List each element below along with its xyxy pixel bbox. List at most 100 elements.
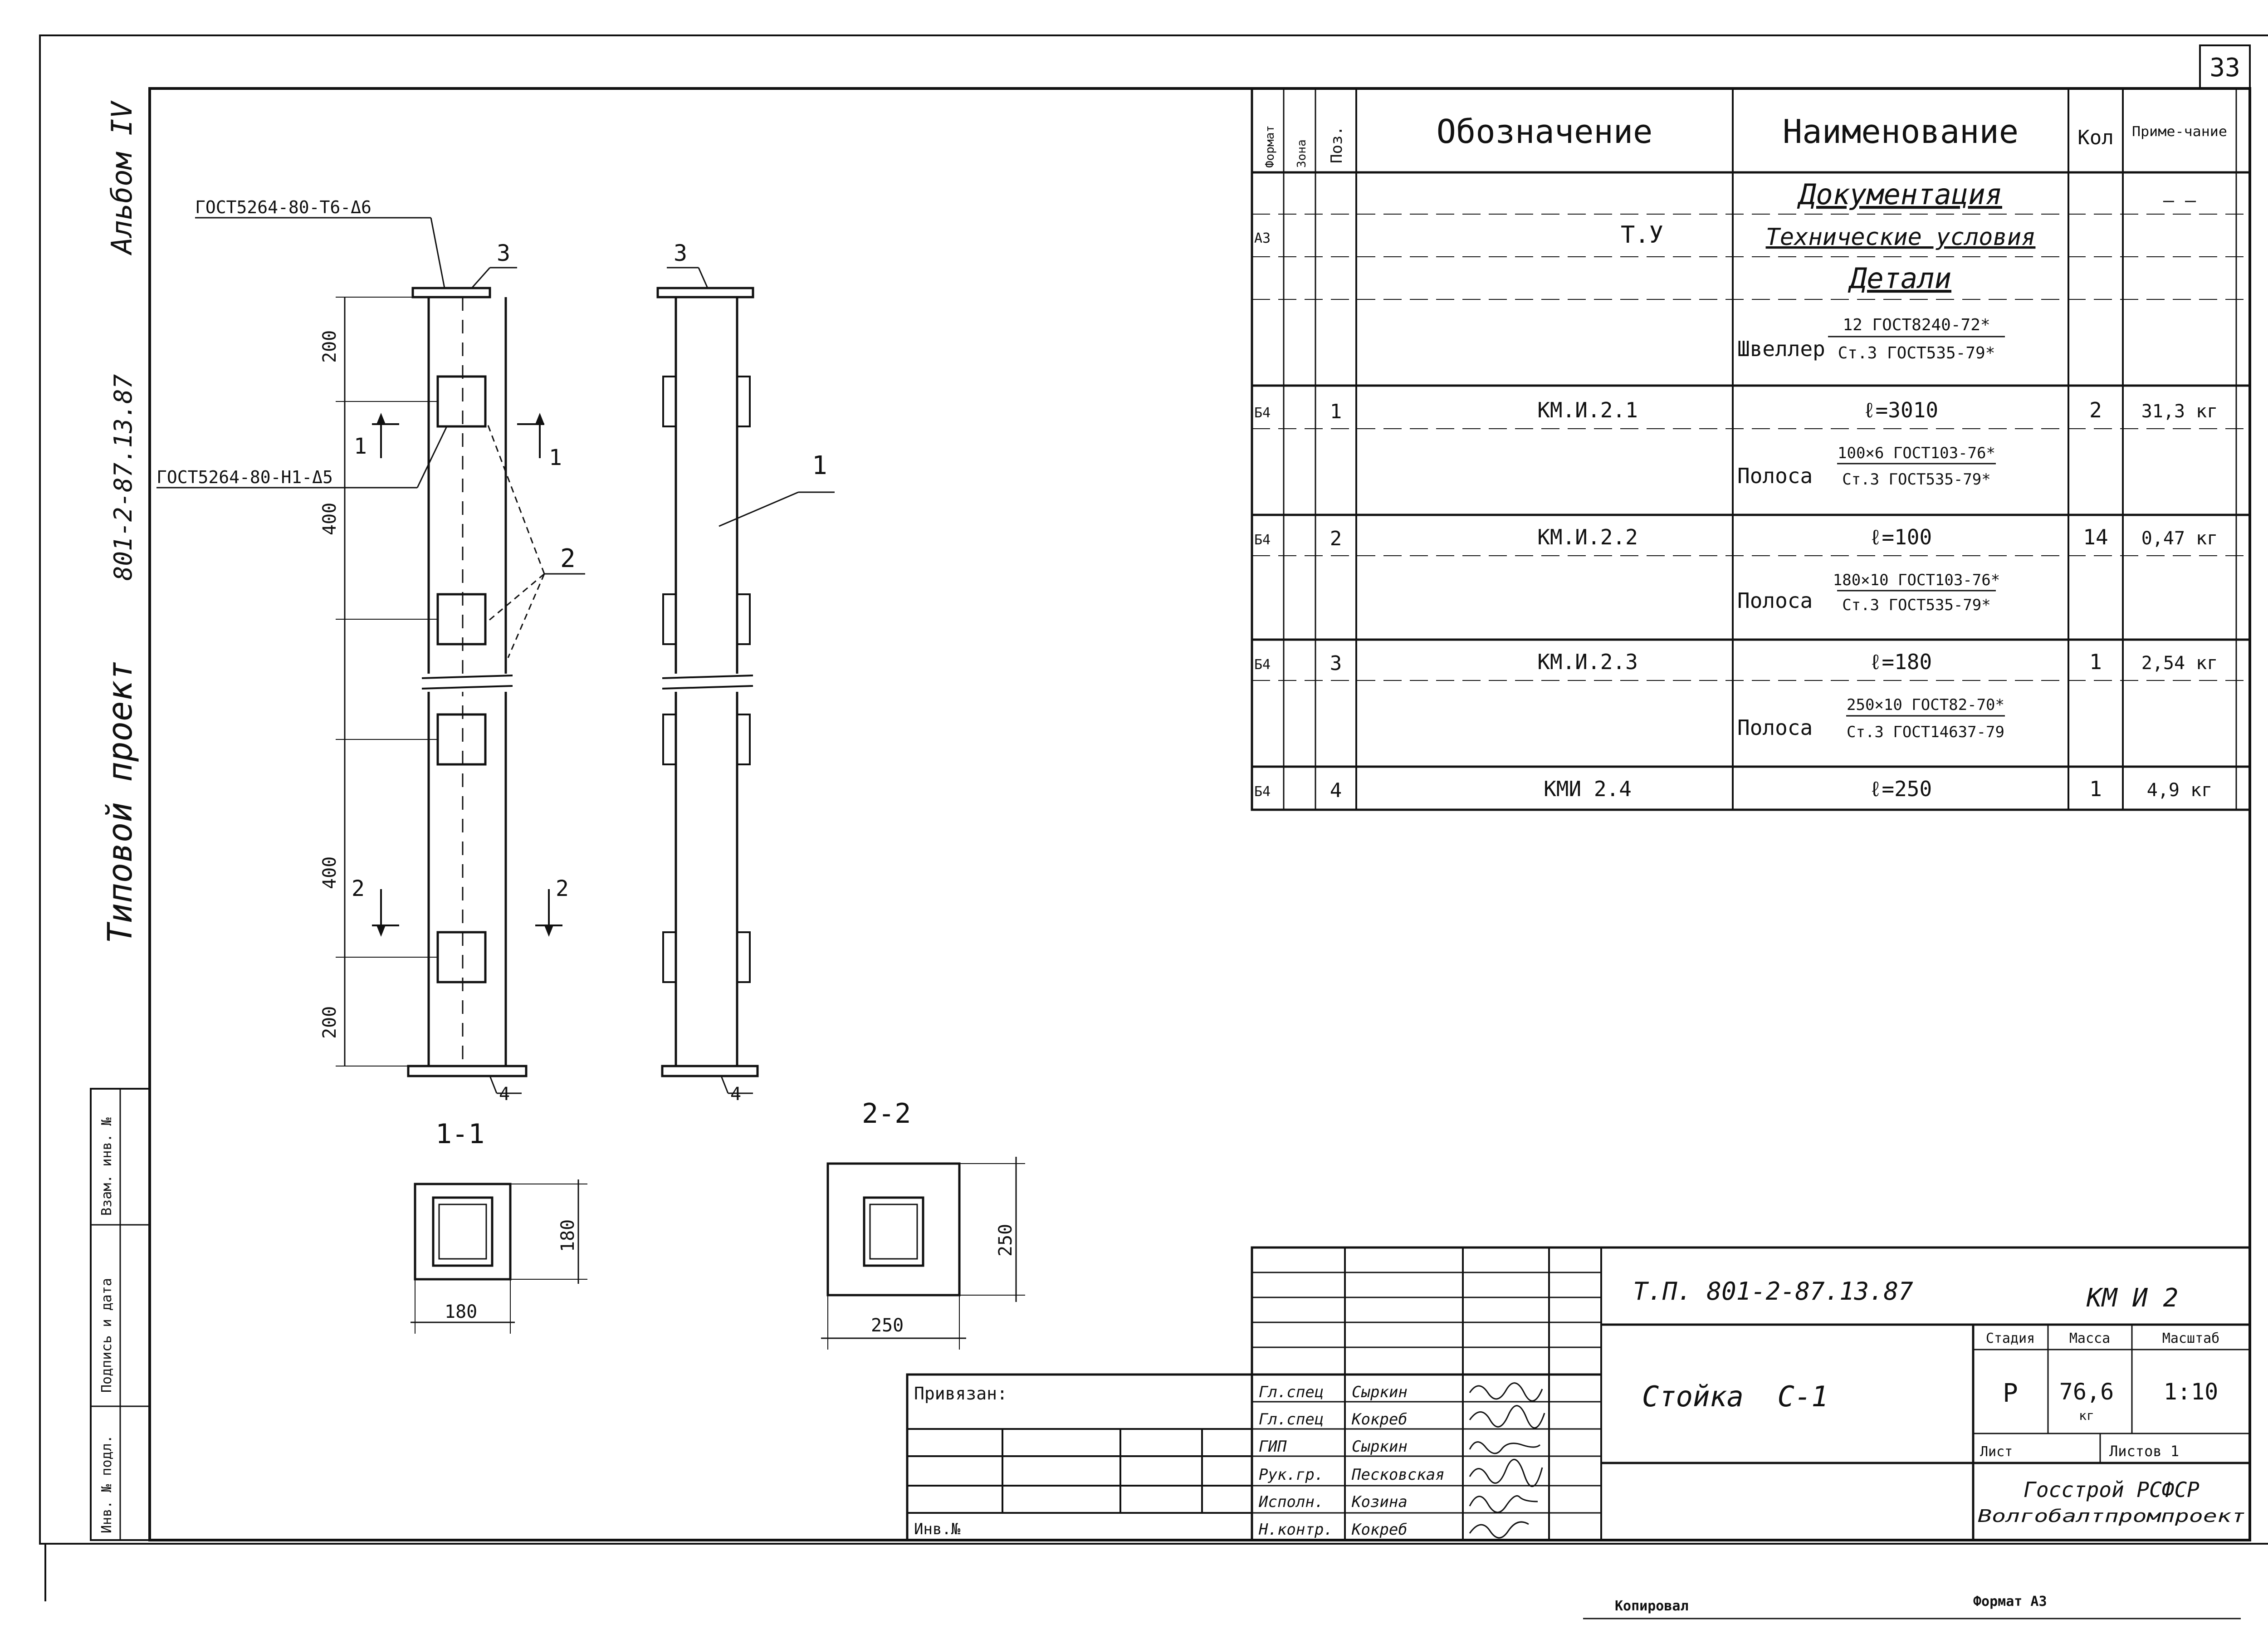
section-mark: 1 (354, 434, 367, 459)
handwritten-signatures (1469, 1382, 1545, 1539)
spec-row-note: 0,47 кг (2141, 528, 2218, 549)
spec-row-prefix: Полоса (1737, 464, 1813, 488)
position-label: 1 (812, 451, 827, 480)
document-code: КМ И 2 (2086, 1283, 2178, 1313)
scale-header: Масштаб (2162, 1331, 2219, 1346)
signature-name: Кокреб (1351, 1410, 1408, 1429)
project-code-vertical: 801-2-87.13.87 (109, 374, 137, 581)
project-type-label: Типовой проект (101, 660, 140, 944)
stage-value: Р (2003, 1379, 2018, 1408)
spec-row-qty: 1 (2089, 650, 2102, 674)
page-number: 33 (2209, 53, 2240, 83)
stamp-strip: Взам. инв. № Подпись и дата Инв. № подл. (90, 1088, 151, 1541)
organization-line-1: Госстрой РСФСР (2024, 1477, 2200, 1502)
spec-row-designation: Т.У (1621, 221, 1663, 249)
header-qty: Кол (2077, 126, 2113, 149)
spec-row-prefix: Швеллер (1737, 337, 1825, 361)
spec-row-pos: 4 (1330, 779, 1342, 802)
signature-role: Рук.гр. (1259, 1466, 1324, 1484)
mass-value: 76,6 (2059, 1379, 2114, 1405)
signature-name: Козина (1351, 1493, 1408, 1511)
spec-row-name: ℓ=100 (1869, 525, 1932, 549)
title-block: Т.П. 801-2-87.13.87 КМ И 2 Стойка С-1 Ст… (1251, 1246, 2251, 1541)
spec-row-qty: 14 (2083, 525, 2108, 549)
spec-row-fraction-num: 12 ГОСТ8240-72* (1843, 316, 1990, 334)
header-name: Наименование (1783, 113, 2019, 151)
signature-role: Н.контр. (1258, 1521, 1333, 1539)
spec-row-pos: 1 (1330, 400, 1342, 423)
mass-header: Масса (2069, 1331, 2110, 1346)
section-title: 1-1 (435, 1118, 484, 1150)
spec-row-fraction-num: 100×6 ГОСТ103-76* (1838, 444, 1995, 462)
spec-row-prefix: Полоса (1737, 715, 1813, 740)
section-2-2: 2-2 250 250 (821, 1098, 1025, 1350)
spec-row-note: 4,9 кг (2147, 780, 2213, 801)
spec-row-fraction-den: Ст.3 ГОСТ14637-79 (1847, 723, 2004, 741)
position-label: 2 (560, 544, 576, 573)
spec-row-pos: 3 (1330, 652, 1342, 675)
section-dimension: 250 (995, 1224, 1016, 1257)
spec-row-prefix: Полоса (1737, 588, 1813, 613)
column-side-view: 3 1 4 (656, 240, 835, 1105)
signature-role: Гл.спец (1259, 1410, 1324, 1429)
sheets-label: Листов 1 (2109, 1443, 2179, 1460)
spec-row-name: Детали (1848, 262, 1951, 295)
dimension-label: 200 (319, 1006, 340, 1039)
dimension-label: 400 (319, 856, 340, 889)
spec-row-designation: КМ.И.2.1 (1537, 398, 1638, 422)
dimension-label: 200 (319, 330, 340, 363)
format-label: Формат А3 (1973, 1594, 2047, 1610)
position-label: 4 (730, 1084, 741, 1105)
spec-row-name: Технические условия (1766, 224, 2036, 251)
signature-name: Сыркин (1352, 1383, 1408, 1401)
spec-row-name: ℓ=3010 (1863, 398, 1938, 422)
spec-row-format: Б4 (1254, 532, 1271, 548)
section-mark: 2 (556, 876, 569, 901)
signature-name: Сыркин (1352, 1438, 1408, 1456)
section-dimension: 250 (871, 1315, 904, 1336)
spec-row-format: Б4 (1254, 784, 1271, 800)
stage-header: Стадия (1986, 1331, 2035, 1346)
organization-line-2: Волгобалтпромпроект (1978, 1506, 2245, 1526)
section-dimension: 180 (557, 1219, 578, 1252)
weld-note-top: ГОСТ5264-80-Т6-Δ6 (195, 197, 371, 217)
header-pos: Поз. (1328, 126, 1346, 163)
spec-row-note: 2,54 кг (2141, 653, 2218, 674)
section-mark: 2 (352, 876, 365, 901)
stamp-field: Взам. инв. № (99, 1117, 115, 1216)
spec-row-note: 31,3 кг (2141, 401, 2218, 422)
spec-row-fraction-den: Ст.3 ГОСТ535-79* (1842, 470, 1991, 489)
spec-row-fraction-num: 250×10 ГОСТ82-70* (1847, 696, 2004, 714)
header-zone: Зона (1295, 139, 1309, 168)
spec-row-qty: 1 (2089, 777, 2102, 801)
stamp-field: Инв. № подл. (99, 1435, 115, 1533)
mass-unit: кг (2079, 1408, 2094, 1423)
sheet-label: Лист (1980, 1444, 2013, 1460)
binding-label: Привязан: (914, 1384, 1007, 1404)
spec-row-name: Документация (1797, 178, 2002, 211)
signature-name: Кокреб (1351, 1521, 1408, 1539)
stamp-field: Подпись и дата (99, 1278, 115, 1393)
signature-role: Гл.спец (1259, 1383, 1324, 1401)
header-note: Приме-чание (2132, 124, 2227, 140)
spec-row-pos: 2 (1330, 527, 1342, 550)
spec-row-note: — — (2163, 190, 2196, 211)
spec-row-format: Б4 (1254, 657, 1271, 673)
spec-row-name: ℓ=180 (1869, 650, 1932, 674)
section-1-1: 1-1 180 180 (411, 1118, 587, 1334)
spec-row-name: ℓ=250 (1869, 777, 1932, 801)
signature-role: Исполн. (1258, 1493, 1324, 1511)
spec-row-designation: КМ.И.2.2 (1537, 525, 1638, 549)
outer-frame (39, 34, 2268, 1545)
inventory-label: Инв.№ (914, 1520, 961, 1538)
spec-row-fraction-den: Ст.3 ГОСТ535-79* (1838, 344, 1995, 362)
part-name: Стойка С-1 (1642, 1380, 1828, 1413)
column-front-view: 200 400 400 200 ГОСТ5264-80-Т6-Δ6 ГОСТ52… (156, 197, 585, 1105)
position-label: 3 (674, 240, 687, 266)
spec-row-format: А3 (1254, 230, 1271, 246)
header-designation: Обозначение (1437, 113, 1653, 151)
left-margin: Альбом IV 801-2-87.13.87 Типовой проект (101, 100, 140, 944)
page-number-box: 33 (2199, 44, 2251, 89)
signature-name: Песковская (1351, 1466, 1445, 1484)
spec-row-qty: 2 (2089, 398, 2102, 422)
